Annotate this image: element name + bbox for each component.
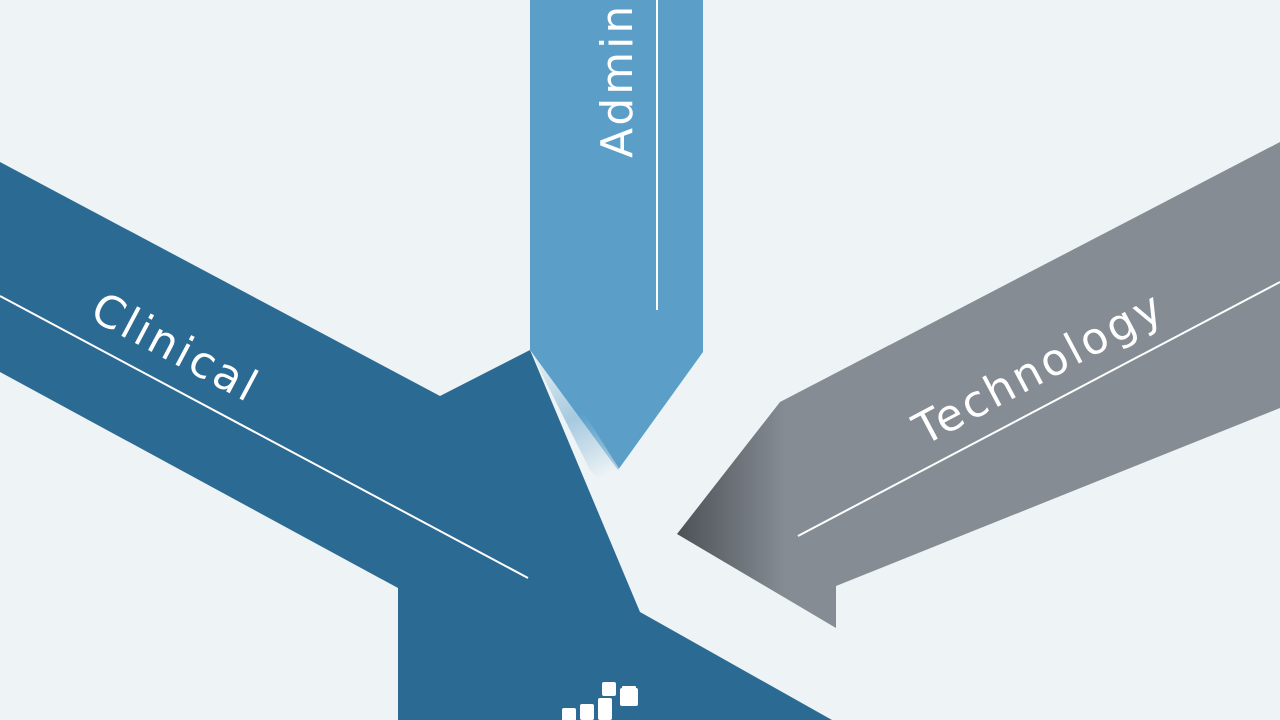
clinical-arrow: Clinical	[0, 162, 832, 720]
clinical-divider-line	[0, 295, 529, 579]
admin-arrow: Admin	[530, 0, 703, 500]
technology-arrow-shape	[677, 142, 1280, 628]
admin-label: Admin	[592, 3, 643, 158]
pixel-logo-icon	[562, 682, 638, 720]
admin-arrow-shadow	[530, 350, 620, 500]
technology-divider-line	[797, 281, 1280, 537]
clinical-arrow-shape	[0, 162, 832, 720]
admin-arrow-shape	[530, 0, 703, 470]
technology-arrow: Technology	[677, 142, 1280, 628]
